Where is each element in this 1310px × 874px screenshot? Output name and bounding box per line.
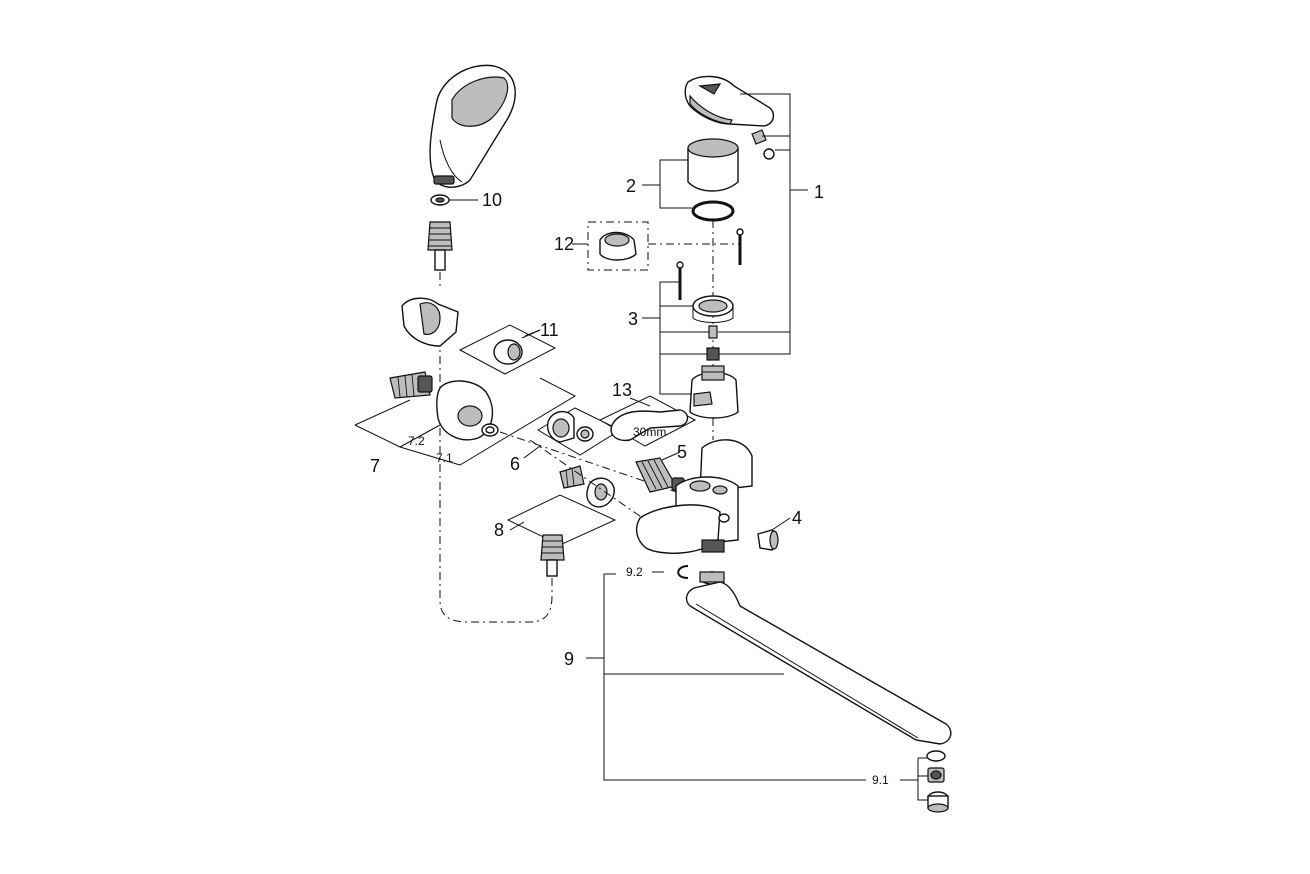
callout-3: 3 <box>628 309 638 329</box>
spindle-adapter <box>706 347 720 361</box>
callout-4: 4 <box>792 508 802 528</box>
cap-2 <box>687 138 739 192</box>
callout-8: 8 <box>494 520 504 540</box>
callout-9-1: 9.1 <box>872 773 889 787</box>
part-12-group <box>587 221 649 271</box>
part-11-group <box>458 324 557 375</box>
lever-handle <box>684 75 775 127</box>
hose-nut-upper <box>427 221 453 271</box>
callout-12: 12 <box>554 234 574 254</box>
callout-7: 7 <box>370 456 380 476</box>
o-ring <box>691 200 735 222</box>
part-7-group <box>354 371 577 466</box>
callout-7-1: 7.1 <box>436 451 453 465</box>
mixer-body <box>635 439 753 554</box>
callout-9-2: 9.2 <box>626 565 643 579</box>
leader-lines <box>449 93 928 801</box>
hand-shower <box>429 64 516 188</box>
part-13-tool: 30mm <box>598 395 697 447</box>
washer-10 <box>430 194 450 206</box>
spout <box>685 571 952 745</box>
callout-9: 9 <box>564 649 574 669</box>
tool-size-label: 30mm <box>633 425 666 439</box>
callout-6: 6 <box>510 454 520 474</box>
aerator-set <box>926 750 949 813</box>
callout-7-2: 7.2 <box>408 434 425 448</box>
callout-11: 11 <box>540 320 559 340</box>
part-4-plug <box>757 529 779 551</box>
callout-1: 1 <box>814 182 824 202</box>
spindle-pin <box>708 325 718 339</box>
callout-5: 5 <box>677 442 687 462</box>
cartridge <box>689 365 739 419</box>
clip-9-2 <box>677 565 689 579</box>
part-8-group <box>506 439 661 546</box>
grub-screw <box>751 129 775 160</box>
callout-2: 2 <box>626 176 636 196</box>
callout-10: 10 <box>482 190 502 210</box>
callout-13: 13 <box>612 380 632 400</box>
part-6-group <box>499 407 701 501</box>
wall-holder <box>401 297 459 347</box>
threaded-ring <box>692 295 734 323</box>
long-screws <box>676 228 744 300</box>
hose-nut-lower <box>540 534 565 577</box>
hose-path <box>439 272 553 623</box>
